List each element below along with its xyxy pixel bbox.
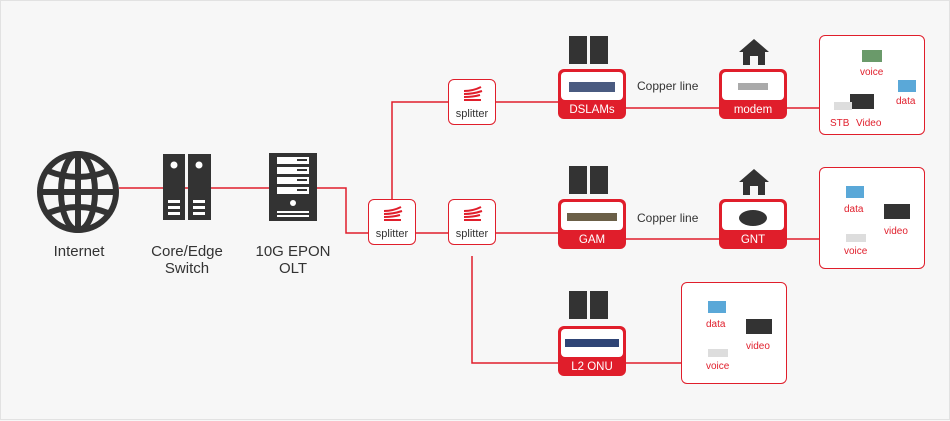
gam-device: GAM: [558, 199, 626, 249]
voice-device-icon: [708, 349, 728, 357]
services-box-3: data video voice: [681, 282, 787, 384]
service-data: data: [706, 319, 726, 330]
computer-icon: [708, 301, 726, 313]
modem-label: modem: [733, 104, 773, 116]
line-branch3: [471, 256, 681, 364]
service-stb: STB: [830, 118, 850, 129]
splitter-2: splitter: [448, 79, 496, 125]
splitter-1: splitter: [368, 199, 416, 245]
service-voice: voice: [706, 361, 730, 372]
dslam-device: DSLAMs: [558, 69, 626, 119]
splitter-3: splitter: [448, 199, 496, 245]
splitter-icon: [463, 86, 483, 101]
olt-label: 10G EPON OLT: [241, 243, 345, 277]
olt-label-line2: OLT: [278, 260, 308, 277]
service-data: data: [896, 96, 916, 107]
voice-device-icon: [846, 234, 866, 242]
building-icon: [569, 166, 608, 194]
service-voice: voice: [844, 246, 868, 257]
gam-image: [561, 202, 623, 230]
building-icon: [569, 291, 608, 319]
services-box-1: voice data STB Video: [819, 35, 925, 135]
tv-icon: [884, 204, 910, 219]
core-switch-label: Core/Edge Switch: [137, 243, 237, 277]
splitter-label: splitter: [455, 228, 489, 240]
tv-icon: [746, 319, 772, 334]
line-branch2: [496, 232, 819, 240]
line-core-to-splitter: [119, 187, 368, 234]
service-video: video: [746, 341, 770, 352]
dslam-label: DSLAMs: [569, 104, 615, 116]
dslam-image: [561, 72, 623, 100]
services-box-2: data video voice: [819, 167, 925, 269]
service-video: Video: [856, 118, 882, 129]
core-switch-label-line1: Core/Edge: [151, 243, 223, 260]
service-voice: voice: [860, 67, 884, 78]
computer-icon: [846, 186, 864, 198]
computer-icon: [898, 80, 916, 92]
copper-line-label: Copper line: [637, 79, 699, 93]
phone-icon: [862, 50, 882, 62]
splitter-label: splitter: [375, 228, 409, 240]
olt-label-line1: 10G EPON: [255, 243, 331, 260]
core-switch-label-line2: Switch: [164, 260, 210, 277]
l2-onu-device: L2 ONU: [558, 326, 626, 376]
splitter-icon: [383, 206, 403, 221]
service-video: video: [884, 226, 908, 237]
l2-onu-label: L2 ONU: [571, 361, 613, 373]
olt-icon: [269, 153, 317, 221]
house-icon: [739, 169, 769, 195]
l2-onu-image: [561, 329, 623, 357]
stb-tv-icon: [834, 94, 874, 110]
splitter-label: splitter: [455, 108, 489, 120]
gnt-label: GNT: [740, 234, 766, 246]
gam-label: GAM: [578, 234, 606, 246]
copper-line-label: Copper line: [637, 211, 699, 225]
building-icon: [569, 36, 608, 64]
line-branch1: [496, 101, 819, 109]
modem-image: [722, 72, 784, 100]
line-splitter1-to-splitter2: [391, 101, 448, 210]
internet-label: Internet: [53, 243, 105, 260]
switch-icon: [163, 154, 211, 220]
house-icon: [739, 39, 769, 65]
splitter-icon: [463, 206, 483, 221]
modem-device: modem: [719, 69, 787, 119]
service-data: data: [844, 204, 864, 215]
gnt-device: GNT: [719, 199, 787, 249]
gnt-image: [722, 202, 784, 230]
globe-icon: [37, 151, 119, 233]
